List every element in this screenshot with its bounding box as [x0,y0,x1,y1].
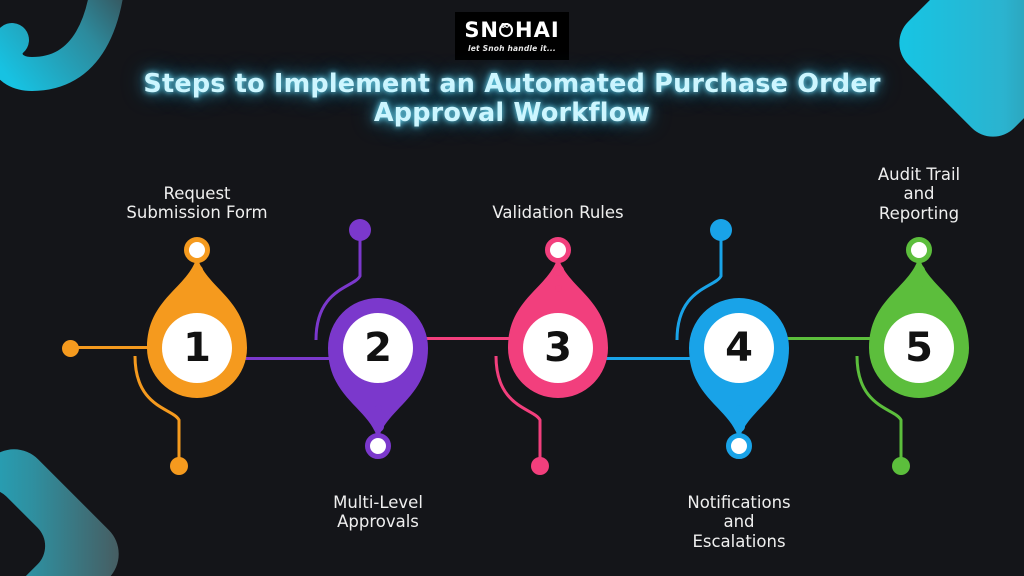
step-5-accent-dot-2 [913,264,925,276]
step-3-accent-dot-1 [554,284,562,292]
step-5-label-line-3: Reporting [878,203,960,223]
step-2-accent-dot-3 [365,433,391,459]
step-1-label-line-2: Submission Form [126,203,268,223]
connector-segment-3 [564,357,701,360]
step-4-label-line-1: Notifications [687,493,791,512]
step-5-stem [855,355,903,466]
step-2-pin: 2 [328,298,428,440]
logo: SN HAI let Snoh handle it... [455,12,569,60]
step-2-label-line-2: Approvals [337,512,419,532]
step-4-number: 4 [725,325,753,371]
step-4-accent-dot-3 [726,433,752,459]
step-1-accent-dot-1 [193,284,201,292]
step-3-pin: 3 [508,256,608,398]
step-1-accent-dot-3 [184,237,210,263]
connector-segment-2 [384,337,520,340]
page-title: Steps to Implement an Automated Purchase… [0,70,1024,128]
step-1-label-line-1: Request [163,184,231,203]
step-2-circle: 2 [343,313,413,383]
step-4-label-line-3: Escalations [692,531,786,551]
logo-tagline: let Snoh handle it... [468,43,556,53]
step-5-circle: 5 [884,313,954,383]
step-1-stem-dot [170,457,188,475]
step-3-label: Validation Rules [443,203,673,222]
step-4-stem [675,230,723,341]
step-1-stem [133,355,181,466]
infinity-icon [499,19,515,38]
step-5-label-line-2: and [903,184,935,204]
step-4-stem-dot [710,219,732,241]
step-3-stem-dot [531,457,549,475]
step-3-accent-dot-3 [545,237,571,263]
step-5-accent-dot-3 [906,237,932,263]
step-3-stem [494,355,542,466]
page-title-line1: Steps to Implement an Automated Purchase… [143,69,881,99]
step-1-pin: 1 [147,256,247,398]
step-2-number: 2 [364,325,392,371]
page-title-line2: Approval Workflow [373,97,651,128]
step-2-accent-dot-2 [372,420,384,432]
step-5-label-line-1: Audit Trail [877,165,961,184]
step-3-accent-dot-2 [552,264,564,276]
logo-text-part1: SN [464,17,500,42]
step-4-circle: 4 [704,313,774,383]
step-2-stem-dot [349,219,371,241]
step-1-number: 1 [183,325,211,371]
step-5-accent-dot-1 [915,284,923,292]
step-5-number: 5 [905,325,933,371]
step-4-accent-dot-1 [735,404,743,412]
step-4-pin: 4 [689,298,789,440]
step-3-number: 3 [544,325,572,371]
step-4-accent-dot-2 [733,420,745,432]
step-1-accent-dot-2 [191,264,203,276]
step-1-circle: 1 [162,313,232,383]
logo-text-part2: HAI [515,17,560,42]
step-3-circle: 3 [523,313,593,383]
logo-wordmark: SN HAI [464,17,560,42]
step-2-stem [314,230,362,341]
step-2-accent-dot-1 [374,404,382,412]
connector-segment-4 [745,337,881,340]
connector-start-line [78,346,156,349]
connector-segment-1 [203,357,340,360]
step-5-pin: 5 [869,256,969,398]
connector-start-dot [62,340,79,357]
step-4-label-line-2: and [723,512,755,532]
step-3-label-line-1: Validation Rules [492,203,624,222]
step-2-label-line-1: Multi-Level [333,493,423,512]
step-5-stem-dot [892,457,910,475]
